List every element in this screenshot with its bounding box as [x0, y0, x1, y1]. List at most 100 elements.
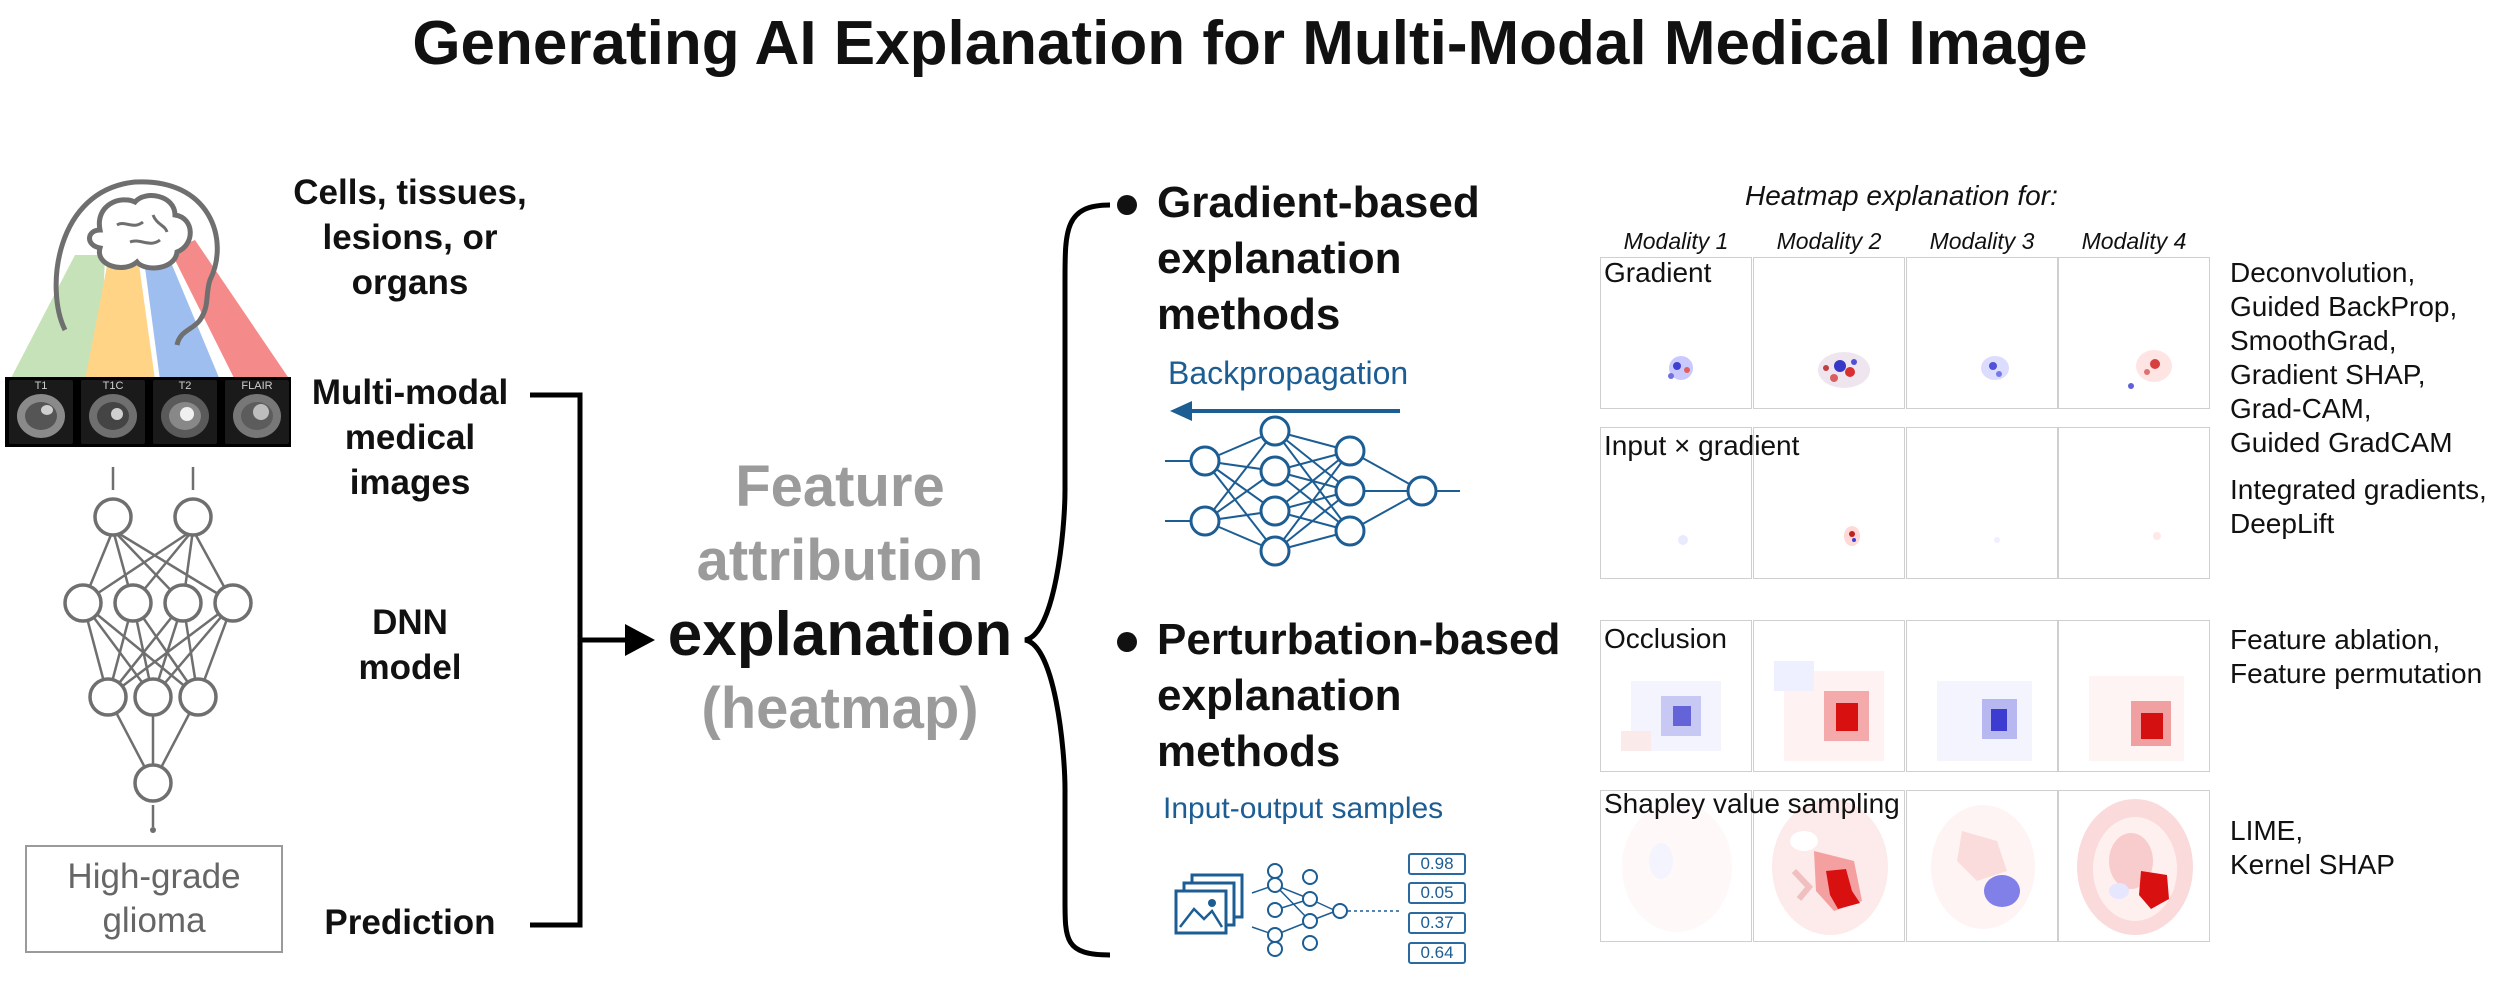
backprop-network-icon [1165, 401, 1460, 567]
heatmap-ixg-m3 [1906, 427, 2058, 579]
gradient-head-line-2: explanation [1157, 234, 1402, 283]
heatmap-ixg-m1 [1600, 427, 1752, 579]
heatmap-shapley-m3 [1906, 790, 2058, 942]
cells-line-1: Cells, tissues, [293, 173, 527, 212]
heatmap-occlusion-m1 [1600, 620, 1752, 772]
score-3: 0.37 [1408, 912, 1466, 934]
heatmap-ixg-m4 [2058, 427, 2210, 579]
multimodal-line-3: images [349, 463, 471, 502]
side-item: Grad-CAM, [2230, 393, 2372, 424]
heatmap-occlusion-m4 [2058, 620, 2210, 772]
mri-t1-label: T1 [34, 380, 48, 392]
heatmap-occlusion-m2 [1753, 620, 1905, 772]
mri-t1: T1 [9, 380, 73, 444]
bullet-perturbation [1117, 632, 1137, 652]
beam-t2 [142, 245, 220, 380]
head-outline-icon [53, 179, 220, 346]
heatmap-gradient-m3 [1906, 257, 2058, 409]
score-1: 0.98 [1408, 853, 1466, 875]
prediction-label: Prediction [324, 903, 496, 942]
heatmap-shapley-m4 [2058, 790, 2210, 942]
mri-strip: T1 T1C T2 FLAIR [5, 377, 291, 447]
side-list-input-x-gradient: Integrated gradients, DeepLift [2230, 473, 2498, 541]
head-illustration [10, 179, 290, 380]
side-item: Deconvolution, [2230, 257, 2416, 288]
heatmap-shapley-m2 [1753, 790, 1905, 942]
heatmap-gradient-m2 [1753, 257, 1905, 409]
side-item: LIME, [2230, 815, 2304, 846]
modality-4-header: Modality 4 [2081, 228, 2187, 254]
perturbation-head-line-1: Perturbation-based [1157, 615, 1561, 664]
cells-label: Cells, tissues, lesions, or organs [270, 170, 550, 305]
cells-line-2: lesions, or [322, 218, 498, 257]
feature-attribution-block: Feature attribution explanation (heatmap… [640, 450, 1040, 746]
side-list-shapley: LIME, Kernel SHAP [2230, 814, 2498, 882]
center-line-4: (heatmap) [701, 676, 979, 741]
page-title: Generating AI Explanation for Multi-Moda… [412, 9, 2088, 78]
modality-2-header: Modality 2 [1776, 228, 1882, 254]
side-item: DeepLift [2230, 508, 2335, 539]
side-item: SmoothGrad, [2230, 325, 2397, 356]
arrow-left-icon [1170, 401, 1192, 421]
row-label-shapley: Shapley value sampling [1604, 788, 1900, 819]
mri-t2-label: T2 [178, 380, 192, 392]
row-label-occlusion: Occlusion [1604, 623, 1727, 654]
side-item: Guided GradCAM [2230, 427, 2453, 458]
beam-t1c [85, 250, 155, 380]
side-item: Guided BackProp, [2230, 291, 2458, 322]
heatmap-gradient-m1 [1600, 257, 1752, 409]
row-label-input-x-gradient: Input × gradient [1604, 430, 1800, 461]
mri-t2: T2 [153, 380, 217, 444]
score-4: 0.64 [1408, 942, 1466, 964]
dnn-network-icon [63, 467, 253, 833]
multimodal-label: Multi-modal medical images [270, 370, 550, 505]
score-2: 0.05 [1408, 882, 1466, 904]
brain-icon [87, 193, 193, 271]
gradient-methods-heading: Gradient-based explanation methods [1157, 175, 1557, 343]
side-item: Gradient SHAP, [2230, 359, 2426, 390]
side-item: Kernel SHAP [2230, 849, 2395, 880]
gradient-head-line-3: methods [1157, 290, 1341, 339]
bullet-gradient [1117, 195, 1137, 215]
gradient-head-line-1: Gradient-based [1157, 178, 1480, 227]
io-samples-icon [1174, 863, 1402, 957]
beam-t1 [10, 255, 105, 380]
backprop-label: Backpropagation [1168, 355, 1409, 391]
mri-t1c-label: T1C [102, 380, 124, 392]
center-line-1: Feature [735, 454, 945, 519]
perturbation-head-line-3: methods [1157, 727, 1341, 776]
prediction-box: High-grade glioma [25, 845, 283, 953]
input-output-label: Input-output samples [1163, 792, 1444, 825]
cells-line-3: organs [351, 263, 469, 302]
side-list-gradient: Deconvolution, Guided BackProp, SmoothGr… [2230, 256, 2498, 460]
multimodal-line-2: medical [344, 418, 476, 457]
modality-1-header: Modality 1 [1623, 228, 1729, 254]
row-label-gradient: Gradient [1604, 257, 1712, 288]
curly-brace [1024, 202, 1111, 958]
heatmap-header: Heatmap explanation for: [1745, 180, 2058, 211]
perturbation-methods-heading: Perturbation-based explanation methods [1157, 612, 1597, 780]
modality-3-header: Modality 3 [1929, 228, 2035, 254]
heatmap-gradient-m4 [2058, 257, 2210, 409]
mri-t1c: T1C [81, 380, 145, 444]
side-item: Feature permutation [2230, 658, 2483, 689]
dnn-line-2: model [358, 648, 462, 687]
side-item: Feature ablation, [2230, 624, 2441, 655]
heatmap-occlusion-m3 [1906, 620, 2058, 772]
heatmap-ixg-m2 [1753, 427, 1905, 579]
side-item: Integrated gradients, [2230, 474, 2487, 505]
arrow-right-icon [625, 624, 655, 656]
center-line-3: explanation [667, 600, 1013, 669]
perturbation-head-line-2: explanation [1157, 671, 1402, 720]
mri-flair: FLAIR [225, 380, 289, 444]
prediction-line-2: glioma [102, 901, 206, 940]
dnn-line-1: DNN [372, 603, 448, 642]
prediction-line-1: High-grade [67, 857, 241, 896]
mri-flair-label: FLAIR [241, 380, 273, 392]
side-list-occlusion: Feature ablation, Feature permutation [2230, 623, 2498, 691]
heatmap-shapley-m1 [1600, 790, 1752, 942]
dnn-label: DNN model [270, 600, 550, 690]
beam-flair [170, 240, 290, 380]
center-line-2: attribution [696, 528, 984, 593]
multimodal-line-1: Multi-modal [311, 373, 509, 412]
